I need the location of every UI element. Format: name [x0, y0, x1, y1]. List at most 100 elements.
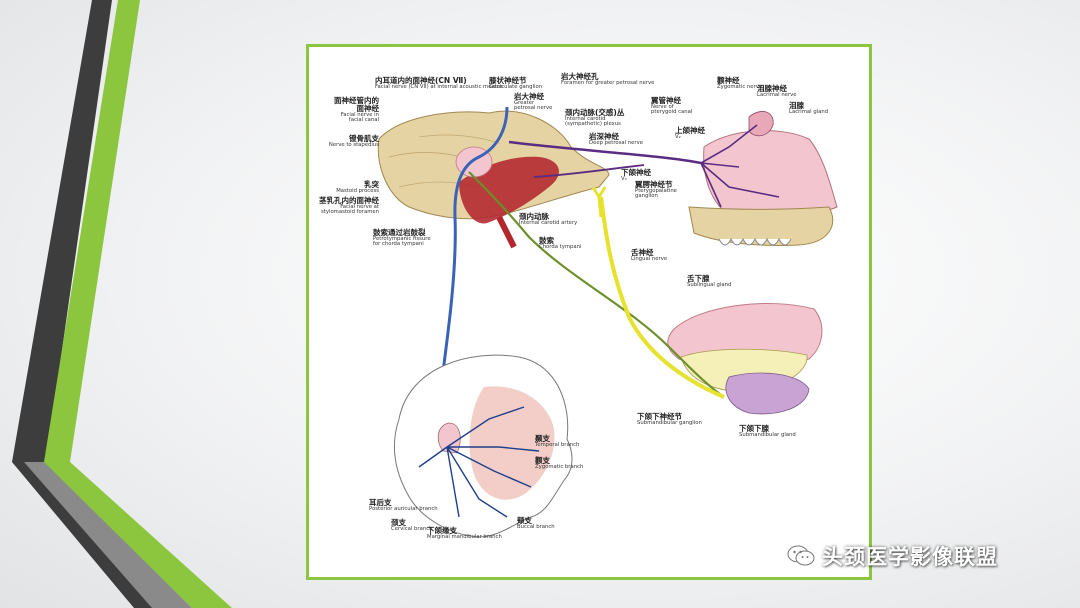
label-en: Zygomatic nerve [717, 83, 763, 90]
label-en: ganglion [635, 193, 658, 200]
label-stapedius: 镫骨肌支 Nerve to stapedius [319, 135, 379, 148]
label-en: Zygomatic branch [535, 463, 584, 470]
label-posterior-auricular: 耳后支 Posterior auricular branch [369, 499, 438, 512]
label-zh: 鼓索 [539, 236, 554, 245]
wechat-icon [787, 545, 815, 566]
label-carotid-plexus: 颈内动脉(交感)丛 Internal carotid (sympathetic)… [565, 109, 624, 128]
label-en: Chorda tympani [539, 243, 582, 250]
label-zygomatic-branch: 颧支 Zygomatic branch [535, 457, 583, 470]
label-zh: 岩大神经 [514, 92, 544, 101]
label-en: Petrotympanic fissure [373, 235, 431, 242]
carotid-artery-lower [496, 215, 517, 249]
label-en: Buccal branch [517, 523, 555, 530]
submandibular-gland-shape [725, 372, 810, 415]
label-foramen-gpn: 岩大神经孔 Foramen for greater petrosal nerve [561, 73, 654, 86]
label-en: Lingual nerve [631, 255, 668, 262]
label-en: Internal carotid artery [519, 219, 578, 226]
label-en: Foramen for greater petrosal nerve [561, 79, 655, 86]
label-en: Sublingual gland [687, 281, 732, 288]
dark-bar-top [12, 0, 112, 462]
label-en: Lacrimal gland [789, 108, 829, 115]
label-zh: 内耳道内的面神经(CN Ⅶ) [375, 76, 467, 85]
label-en: Mastoid process [336, 187, 379, 194]
label-zh: 颈支 [391, 518, 406, 527]
grey-bar-bottom [12, 462, 192, 608]
label-lacrimal-nerve: 泪腺神经 Lacrimal nerve [757, 85, 797, 98]
label-en: Cervical branch [391, 525, 433, 532]
label-zh: 茎乳孔内的面神经 [319, 196, 379, 205]
label-facial-canal: 面神经管内的 面神经 Facial nerve in facial canal [323, 97, 379, 124]
diagram-frame: 内耳道内的面神经(CN Ⅶ) Facial nerve (CN VII) at … [306, 44, 872, 580]
label-en: Facial nerve in [340, 111, 379, 118]
label-en: Nerve of [651, 103, 674, 110]
label-en: for chorda tympani [373, 241, 424, 248]
label-en: Internal carotid [565, 115, 606, 122]
label-en: petrosal nerve [514, 105, 553, 112]
label-zh: 颧神经 [717, 76, 740, 85]
label-cervical: 颈支 Cervical branch [391, 519, 432, 532]
label-en: V₂ [675, 133, 681, 140]
label-chorda: 鼓索 Chorda tympani [539, 237, 581, 250]
label-en: pterygoid canal [651, 109, 693, 116]
label-mandibular: 下颌神经 V₃ [621, 169, 651, 182]
teeth [718, 237, 792, 246]
label-internal-carotid: 颈内动脉 Internal carotid artery [519, 213, 577, 226]
label-en: Geniculate ganglion [489, 83, 543, 90]
label-geniculate: 膝状神经节 Geniculate ganglion [489, 77, 542, 90]
tongue [667, 302, 823, 367]
watermark-text: 头颈医学影像联盟 [822, 545, 998, 569]
label-mastoid: 乳突 Mastoid process [319, 181, 379, 194]
maxilla [688, 206, 834, 246]
label-marginal-mandibular: 下颌缘支 Marginal mandibular branch [427, 527, 502, 540]
label-petrotympanic: 鼓索通过岩鼓裂 Petrotympanic fissure for chorda… [373, 229, 431, 248]
label-zh: 上颌神经 [675, 126, 705, 135]
label-zh: 下颌神经 [621, 168, 651, 177]
mandibular-nerve-yellow [591, 186, 607, 218]
label-zh: 舌下腺 [687, 274, 710, 283]
label-zh: 镫骨肌支 [349, 134, 379, 143]
label-zh: 泪腺 [789, 101, 804, 110]
deep-petrosal-path [533, 164, 645, 178]
ear [437, 422, 461, 454]
label-en: Posterior auricular branch [369, 505, 438, 512]
label-en: Nerve to stapedius [328, 141, 379, 148]
label-en: Pterygopalatine [635, 187, 677, 194]
watermark: 头颈医学影像联盟 [786, 541, 998, 571]
label-temporal: 颞支 Temporal branch [535, 435, 579, 448]
label-zh: 面神经管内的 [334, 96, 379, 105]
label-zh: 岩大神经孔 [561, 72, 599, 81]
label-stylomastoid: 茎乳孔内的面神经 Facial nerve at stylomastoid fo… [309, 197, 379, 216]
lacrimal-gland-shape [748, 111, 774, 137]
label-submandibular-gland: 下颌下腺 Submandibular gland [739, 425, 796, 438]
green-bar-top [44, 0, 140, 462]
label-en: Marginal mandibular branch [427, 533, 502, 540]
label-zh: 下颌下腺 [739, 424, 769, 433]
label-zh: 颈内动脉 [519, 212, 549, 221]
green-bar-bottom [44, 462, 232, 608]
label-zh: 鼓索通过岩鼓裂 [373, 228, 426, 237]
label-zh: 耳后支 [369, 498, 392, 507]
label-en: Lacrimal nerve [757, 91, 797, 98]
label-maxillary: 上颌神经 V₂ [675, 127, 705, 140]
label-en: Submandibular ganglion [637, 419, 702, 426]
label-gpn: 岩大神经 Greater petrosal nerve [514, 93, 552, 112]
lingual-nerve-path [599, 196, 725, 399]
label-zh: 下颌下神经节 [637, 412, 682, 421]
label-en: facial canal [348, 117, 379, 124]
label-lacrimal-gland: 泪腺 Lacrimal gland [789, 102, 828, 115]
label-nerve-pterygoid: 翼管神经 Nerve of pterygoid canal [651, 97, 692, 116]
label-en: Temporal branch [535, 441, 580, 448]
label-zygomatic-nerve: 颧神经 Zygomatic nerve [717, 77, 762, 90]
label-zh: 翼腭神经节 [635, 180, 673, 189]
label-zh: 颊支 [517, 516, 532, 525]
label-zh: 膝状神经节 [489, 76, 527, 85]
dark-bar-bottom [12, 462, 152, 608]
facial-branches [418, 406, 540, 518]
nasal-cavity [703, 130, 838, 220]
label-deep-petrosal: 岩深神经 Deep petrosal nerve [589, 133, 643, 146]
label-en: Facial nerve (CN VII) at internal acoust… [375, 83, 503, 90]
label-zh: 颞支 [535, 434, 550, 443]
label-zh: 下颌缘支 [427, 526, 457, 535]
pterygoid-branches [700, 124, 780, 208]
